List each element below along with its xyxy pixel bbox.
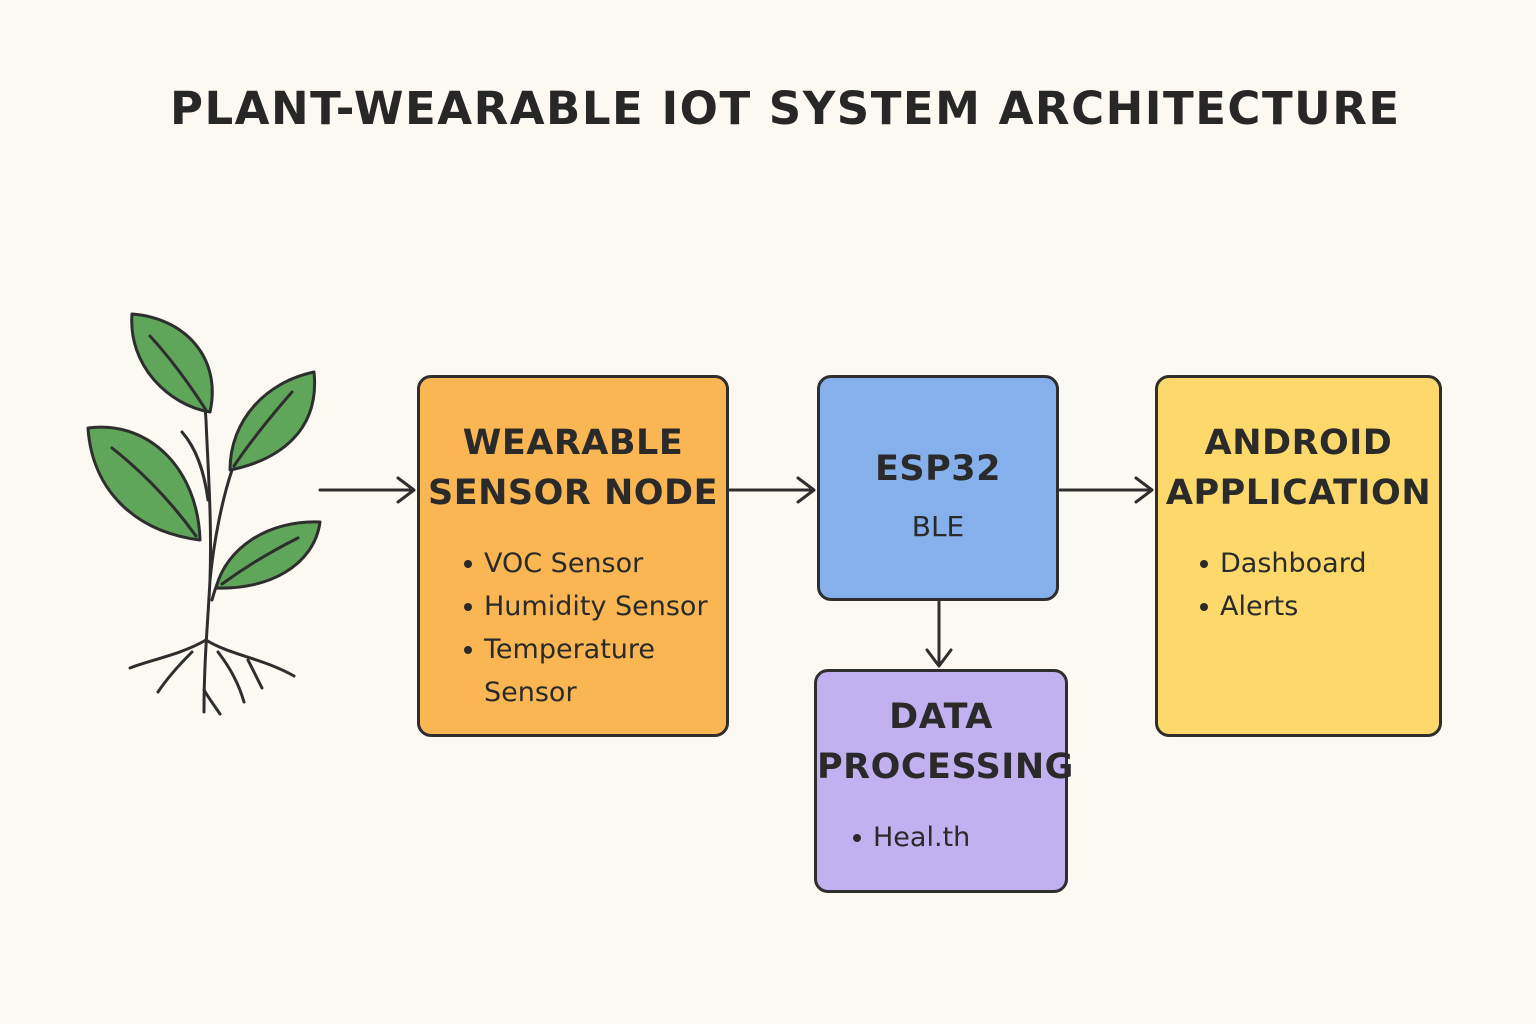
android-item-alerts: Alerts xyxy=(1198,585,1439,628)
esp32-subtitle: BLE xyxy=(911,510,965,543)
leaf-icon xyxy=(86,425,202,542)
sensor-item-temperature: Temperature Sensor xyxy=(462,628,684,714)
sensor-node-title-line2: SENSOR NODE xyxy=(427,473,718,513)
data-processing-title-line1: DATA xyxy=(889,697,993,737)
data-processing-title-line2: PROCESSING xyxy=(817,747,1074,787)
data-processing-box: DATA PROCESSING Heal.th xyxy=(814,669,1074,893)
android-item-dashboard: Dashboard xyxy=(1198,542,1439,585)
android-feature-list: Dashboard Alerts xyxy=(1198,542,1439,628)
leaf-icon xyxy=(228,370,317,472)
plant-icon xyxy=(86,312,322,716)
android-title-line2: APPLICATION xyxy=(1165,473,1432,513)
sensor-list: VOC Sensor Humidity Sensor Temperature S… xyxy=(462,542,712,714)
esp32-title: ESP32 xyxy=(875,449,1001,489)
sensor-item-humidity: Humidity Sensor xyxy=(462,585,712,628)
arrow-sensor-to-esp32 xyxy=(728,476,816,504)
android-app-box: ANDROID APPLICATION Dashboard Alerts xyxy=(1155,375,1442,737)
arrow-esp32-to-android xyxy=(1058,476,1154,504)
page-title: PLANT-WEARABLE IOT SYSTEM ARCHITECTURE xyxy=(170,82,1401,135)
sensor-node-title-line1: WEARABLE xyxy=(462,423,684,463)
arrow-esp32-to-data-processing xyxy=(925,600,953,668)
sensor-item-voc: VOC Sensor xyxy=(462,542,712,585)
android-title-line1: ANDROID xyxy=(1204,423,1393,463)
data-processing-item-health: Heal.th xyxy=(851,816,1065,859)
data-processing-list: Heal.th xyxy=(851,816,1065,859)
arrow-plant-to-sensor xyxy=(318,476,416,504)
sensor-node-box: WEARABLE SENSOR NODE VOC Sensor Humidity… xyxy=(417,375,729,737)
esp32-box: ESP32 BLE xyxy=(817,375,1059,601)
